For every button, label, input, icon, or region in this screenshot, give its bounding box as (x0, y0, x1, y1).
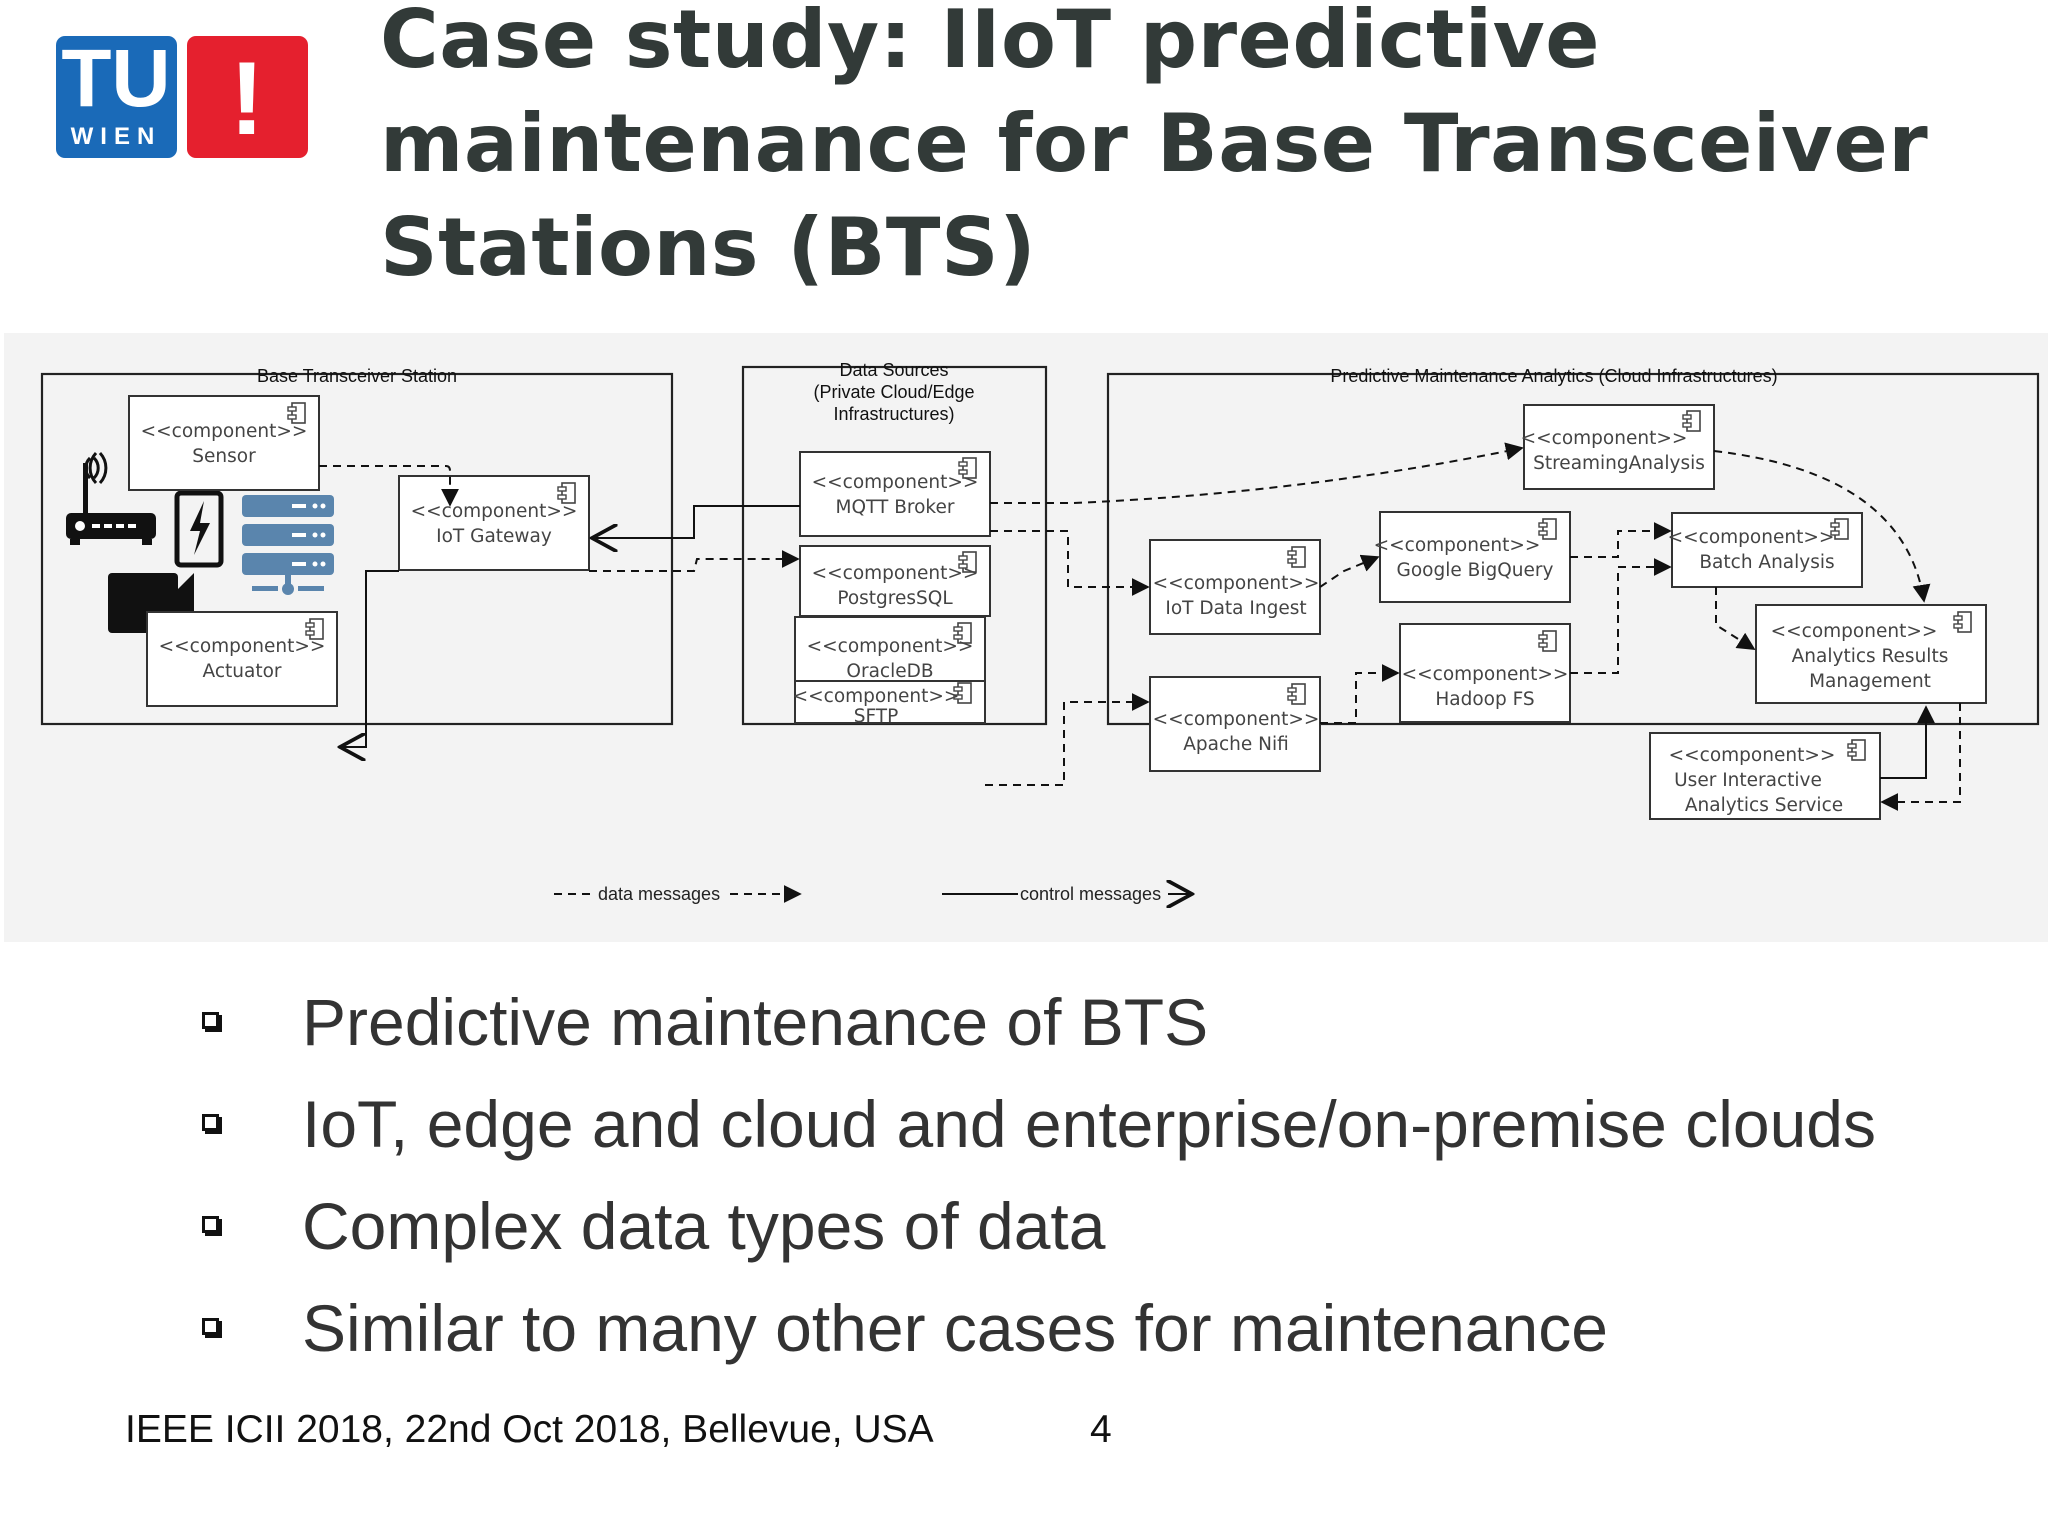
component-iot-gateway[interactable]: <<component>> IoT Gateway (398, 475, 590, 571)
component-label-line1: User Interactive (1674, 770, 1822, 791)
antenna-router-icon (66, 451, 156, 545)
data-arrow-hadoop-batch (1570, 558, 1672, 674)
bullet-text: Complex data types of data (302, 1189, 1106, 1263)
component-stereotype: <<component>> (159, 636, 326, 657)
checkbox-bullet-icon (202, 1216, 219, 1233)
component-stereotype: <<component>> (812, 472, 979, 493)
data-arrow-batch-results (1715, 587, 1756, 650)
architecture-diagram-panel: Base Transceiver Station Data Sources (P… (4, 333, 2048, 942)
component-oracledb[interactable]: <<component>> OracleDB (794, 616, 986, 688)
component-label-line2: Management (1809, 671, 1931, 692)
component-iot-data-ingest[interactable]: <<component>> IoT Data Ingest (1149, 539, 1321, 635)
page-number: 4 (1090, 1408, 1112, 1451)
component-sensor[interactable]: <<component>> Sensor (128, 395, 320, 491)
component-postgresql[interactable]: <<component>> PostgresSQL (799, 545, 991, 617)
component-stereotype: <<component>> (807, 636, 974, 657)
analytics-frame (1106, 372, 2040, 726)
component-label: PostgresSQL (837, 588, 953, 609)
checkbox-bullet-icon (202, 1012, 219, 1029)
component-label: Sensor (192, 446, 256, 467)
component-stereotype: <<component>> (1374, 535, 1541, 556)
component-batch-analysis[interactable]: <<component>> Batch Analysis (1668, 512, 1863, 588)
tu-wien-logo: TU WIEN ! (56, 36, 308, 158)
checkbox-bullet-icon (202, 1114, 219, 1131)
logo-red-block (187, 36, 308, 158)
component-stereotype: <<component>> (1402, 664, 1569, 685)
bts-frame-label: Base Transceiver Station (257, 366, 457, 386)
bullet-item: IoT, edge and cloud and enterprise/on-pr… (196, 1070, 2016, 1172)
data-arrow-gateway-mqtt (589, 550, 800, 572)
component-stereotype: <<component>> (812, 563, 979, 584)
component-label: IoT Data Ingest (1165, 598, 1306, 619)
component-label-line2: Analytics Service (1685, 795, 1843, 816)
connectors (319, 442, 1961, 894)
legend-control-messages: control messages (1020, 884, 1161, 904)
data-sources-label-line2: (Private Cloud/Edge (813, 382, 974, 402)
logo-exclamation: ! (230, 41, 265, 157)
bullet-text: IoT, edge and cloud and enterprise/on-pr… (302, 1087, 1876, 1161)
data-arrow-results-uias (1880, 703, 1961, 811)
control-arrow-uias-results (1880, 705, 1935, 779)
component-user-interactive-analytics-service[interactable]: <<component>> User Interactive Analytics… (1649, 732, 1881, 820)
component-sftp[interactable]: <<component>> SFTP (793, 680, 986, 727)
component-analytics-results-management[interactable]: <<component>> Analytics Results Manageme… (1755, 604, 1987, 704)
component-label: Hadoop FS (1435, 689, 1534, 710)
data-arrow-mqtt-ingest (990, 530, 1150, 596)
data-sources-label-line3: Infrastructures) (833, 404, 954, 424)
component-label: MQTT Broker (836, 497, 955, 518)
architecture-diagram: Base Transceiver Station Data Sources (P… (40, 360, 2040, 942)
data-arrow-sensor-gateway (319, 465, 459, 507)
control-arrow-gateway-actuator (340, 570, 399, 747)
logo-blue-block (56, 36, 177, 158)
logo-tu-text: TU (61, 36, 170, 124)
control-arrow-mqtt-gateway (592, 505, 800, 538)
logo-wien-text: WIEN (71, 123, 162, 150)
bullet-text: Predictive maintenance of BTS (302, 985, 1209, 1059)
data-arrow-nifi-hadoop (1320, 664, 1400, 724)
component-label: SFTP (854, 706, 899, 727)
component-label: Google BigQuery (1397, 560, 1554, 581)
component-label: StreamingAnalysis (1533, 453, 1705, 474)
component-stereotype: <<component>> (411, 501, 578, 522)
slide-footer: IEEE ICII 2018, 22nd Oct 2018, Bellevue,… (125, 1408, 934, 1451)
bts-frame (40, 372, 674, 726)
bullet-item: Similar to many other cases for maintena… (196, 1274, 2016, 1376)
data-arrow-streaming-results (1713, 450, 1931, 603)
slide-title: Case study: IIoT predictive maintenance … (380, 0, 1929, 294)
bullet-text: Similar to many other cases for maintena… (302, 1291, 1608, 1365)
component-stereotype: <<component>> (793, 686, 960, 707)
component-actuator[interactable]: <<component>> Actuator (146, 611, 338, 707)
component-apache-nifi[interactable]: <<component>> Apache Nifi (1149, 676, 1321, 772)
battery-charging-icon (174, 485, 224, 568)
server-rack-icon (242, 495, 334, 595)
component-mqtt-broker[interactable]: <<component>> MQTT Broker (799, 451, 991, 537)
component-stereotype: <<component>> (1153, 709, 1320, 730)
data-sources-label-line1: Data Sources (839, 360, 948, 380)
component-label: IoT Gateway (436, 526, 552, 547)
bullet-list: Predictive maintenance of BTS IoT, edge … (196, 968, 2016, 1376)
data-arrow-mqtt-streaming (990, 442, 1524, 504)
bullet-item: Complex data types of data (196, 1172, 2016, 1274)
component-stereotype: <<component>> (1153, 573, 1320, 594)
component-streaming-analysis[interactable]: <<component>> StreamingAnalysis (1521, 404, 1715, 490)
component-label: Batch Analysis (1699, 552, 1834, 573)
legend-data-messages: data messages (598, 884, 720, 904)
component-stereotype: <<component>> (1669, 745, 1836, 766)
data-arrow-ingest-bigquery (1319, 554, 1380, 588)
component-hadoop-fs[interactable]: <<component>> Hadoop FS (1399, 623, 1571, 723)
component-label: Apache Nifi (1183, 734, 1289, 755)
component-stereotype: <<component>> (1668, 527, 1835, 548)
bullet-item: Predictive maintenance of BTS (196, 968, 2016, 1070)
component-stereotype: <<component>> (1771, 621, 1938, 642)
component-label-line1: Analytics Results (1792, 646, 1949, 667)
component-label: Actuator (203, 661, 282, 682)
component-stereotype: <<component>> (141, 421, 308, 442)
data-arrow-bigquery-batch (1570, 522, 1672, 558)
component-label: OracleDB (846, 661, 933, 682)
component-stereotype: <<component>> (1521, 428, 1688, 449)
component-google-bigquery[interactable]: <<component>> Google BigQuery (1374, 511, 1571, 603)
data-arrow-sftp-nifi (985, 693, 1150, 786)
analytics-frame-label: Predictive Maintenance Analytics (Cloud … (1330, 366, 1777, 386)
checkbox-bullet-icon (202, 1318, 219, 1335)
